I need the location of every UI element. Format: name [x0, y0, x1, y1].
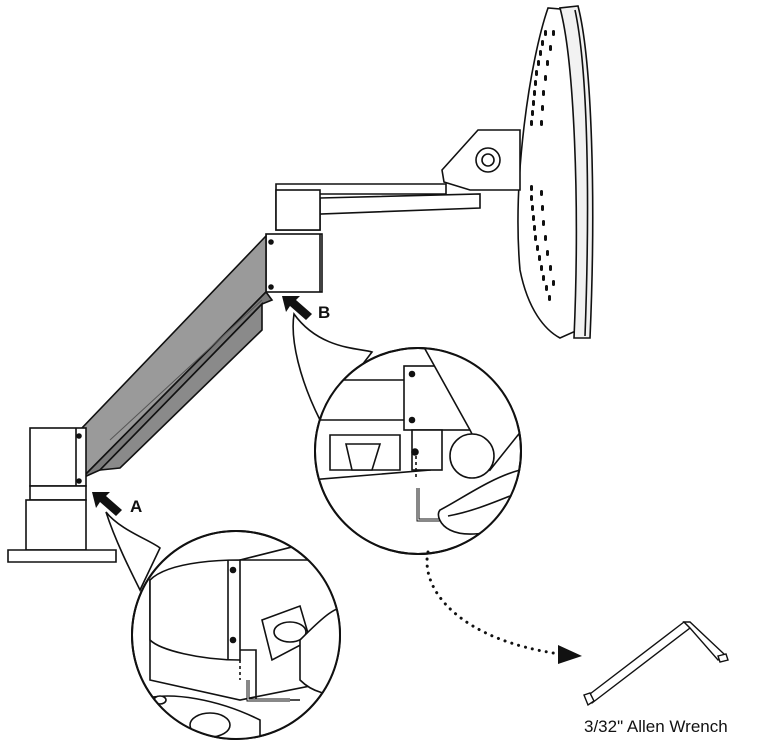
base-column	[7, 427, 117, 563]
arrow-b-icon	[282, 296, 312, 320]
upper-arm	[275, 183, 481, 231]
vent-slots	[530, 30, 555, 301]
gas-spring-arm	[81, 234, 274, 480]
callout-arrows	[92, 296, 312, 516]
magnifier-b	[292, 311, 522, 555]
elbow-joint	[265, 233, 323, 293]
monitor	[441, 5, 594, 339]
allen-wrench-icon	[583, 621, 729, 707]
leader-arrow-icon	[558, 645, 582, 664]
magnifier-a	[105, 511, 341, 740]
dotted-leader	[425, 550, 562, 656]
callout-label-b: B	[318, 303, 330, 322]
callout-label-a: A	[130, 497, 142, 516]
tool-caption: 3/32" Allen Wrench	[584, 717, 728, 736]
arrow-a-icon	[92, 492, 122, 516]
